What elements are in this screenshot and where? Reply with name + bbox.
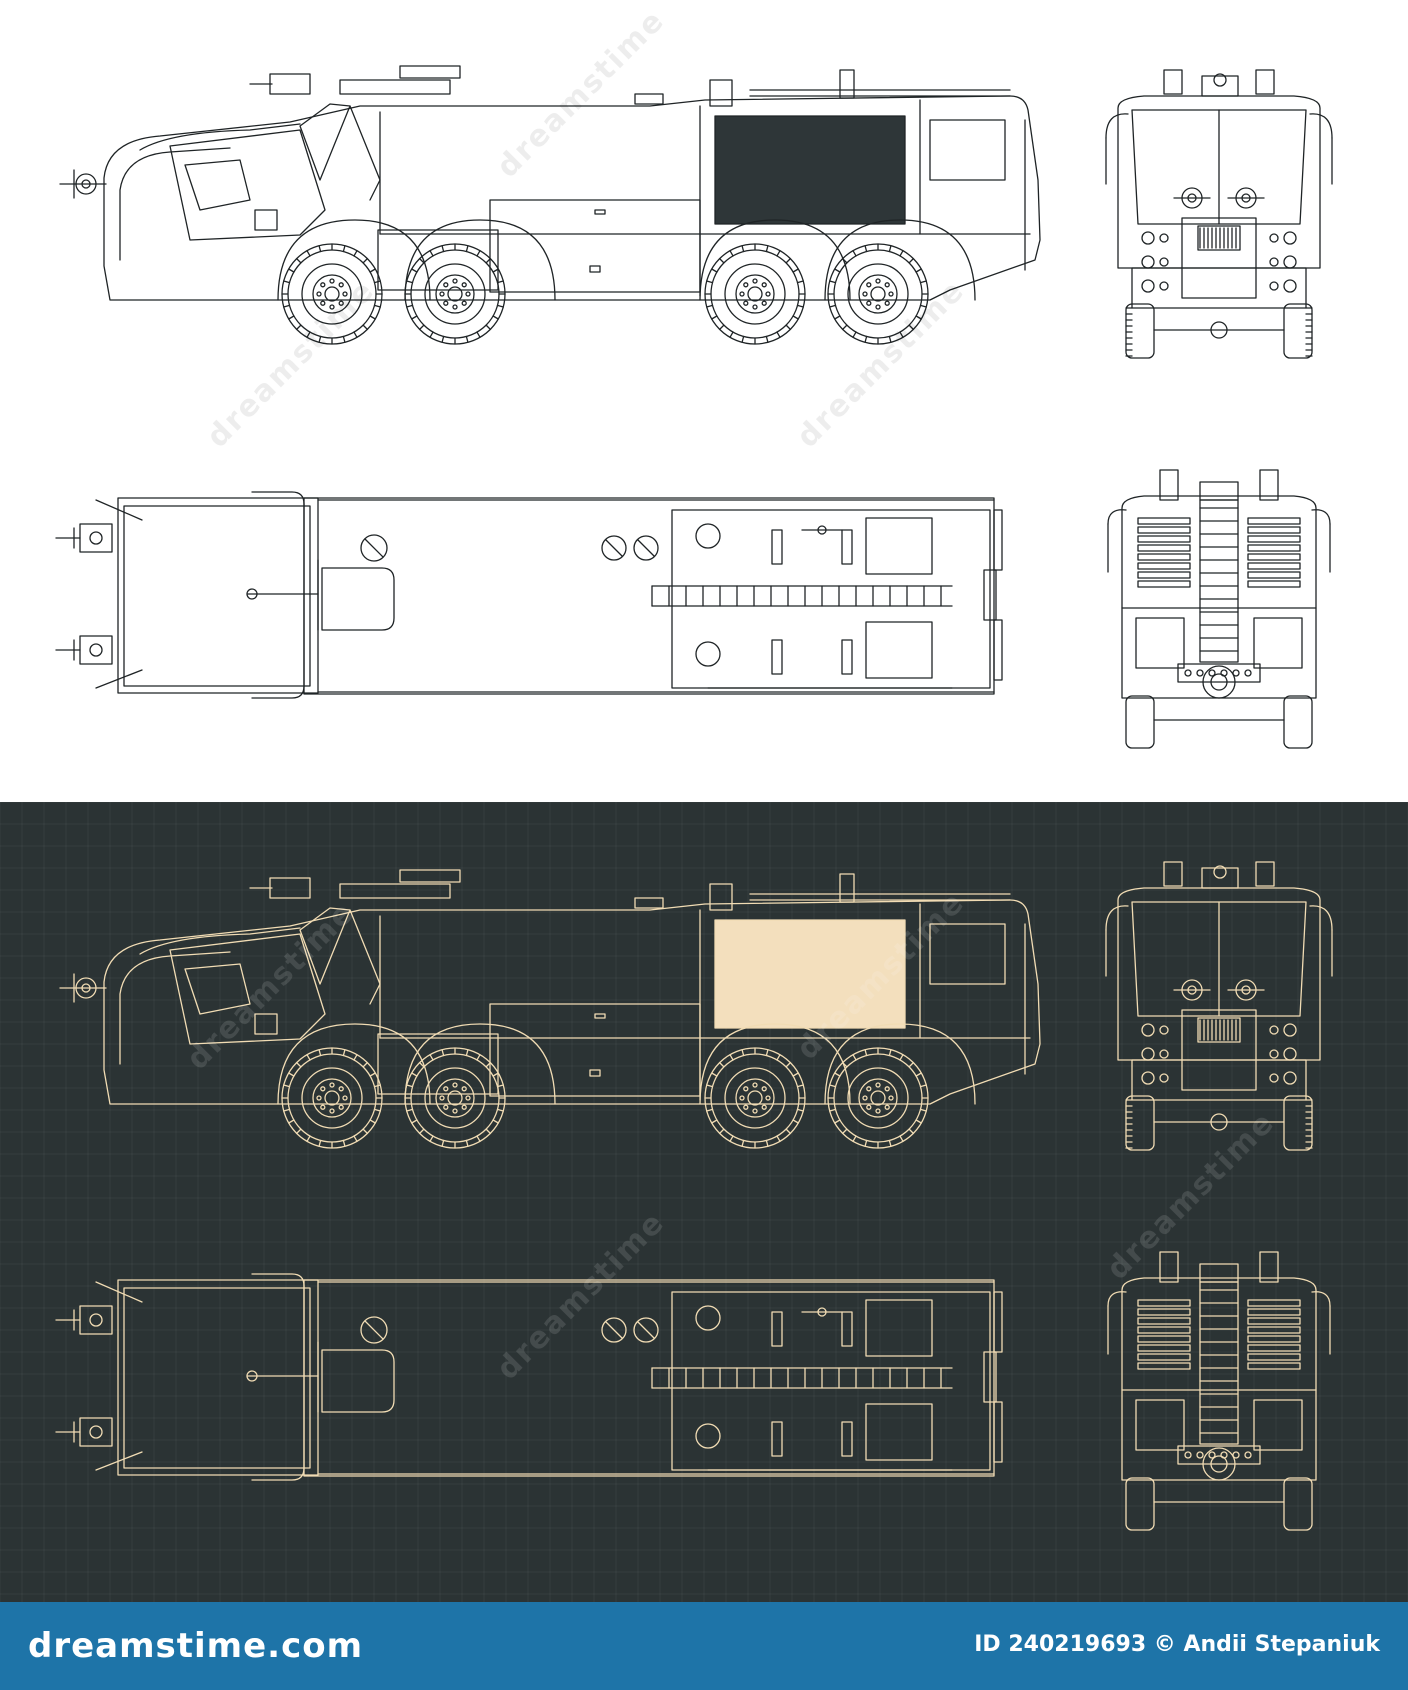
footer-credit: ID 240219693 © Andii Stepaniuk [974, 1632, 1380, 1657]
front-drawing [1105, 69, 1333, 359]
dark-front-view [1104, 860, 1334, 1155]
dark-blueprint-panel: dreamstime dreamstime dreamstime dreamst… [0, 802, 1408, 1602]
footer-bar: dreamstime.com ID 240219693 © Andii Step… [0, 1602, 1408, 1690]
light-blueprint-panel: dreamstime dreamstime dreamstime [0, 0, 1408, 802]
dark-rear-view [1104, 1250, 1334, 1535]
footer-logo[interactable]: dreamstime.com [28, 1626, 364, 1666]
light-side-view [50, 60, 1050, 360]
rear-drawing [1107, 1251, 1331, 1531]
dark-side-view [50, 864, 1050, 1164]
front-drawing [1105, 861, 1333, 1151]
light-rear-view [1104, 468, 1334, 753]
top-drawing [55, 491, 1003, 699]
blueprint-grid [0, 802, 1408, 1602]
dark-top-view [52, 1272, 1012, 1487]
light-top-view [52, 490, 1012, 705]
side-drawing [59, 65, 1041, 345]
top-drawing [55, 1273, 1003, 1481]
side-drawing [59, 869, 1041, 1149]
rear-drawing [1107, 469, 1331, 749]
light-front-view [1104, 68, 1334, 363]
